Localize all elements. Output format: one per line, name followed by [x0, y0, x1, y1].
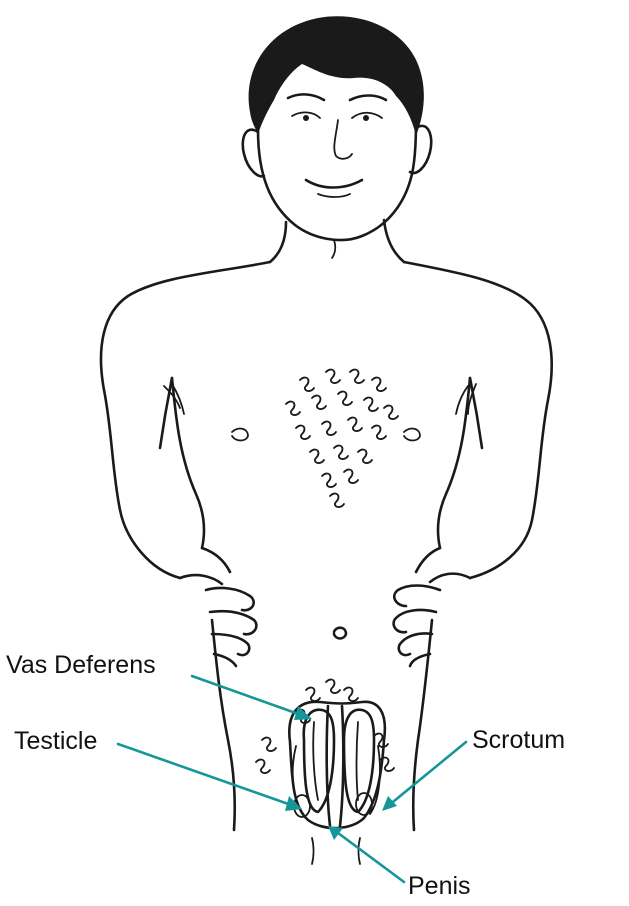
chest-hair — [286, 370, 398, 508]
label-scrotum: Scrotum — [472, 728, 565, 753]
penis-shaft — [327, 706, 344, 826]
hair — [249, 16, 424, 136]
left-hand — [180, 548, 256, 666]
left-eye — [303, 115, 309, 121]
pointer-penis — [328, 826, 404, 882]
label-vas-deferens: Vas Deferens — [6, 653, 156, 678]
right-hand — [394, 548, 470, 666]
label-testicle: Testicle — [14, 729, 97, 754]
pointer-testicle — [118, 744, 302, 811]
pointer-vas-deferens — [192, 676, 312, 720]
pointer-scrotum — [382, 742, 466, 811]
right-eye — [363, 115, 369, 121]
label-penis: Penis — [408, 874, 471, 899]
navel — [334, 628, 346, 639]
right-testicle — [344, 710, 374, 815]
head — [243, 94, 431, 240]
nipples — [232, 429, 420, 441]
leg-lines — [312, 838, 360, 864]
